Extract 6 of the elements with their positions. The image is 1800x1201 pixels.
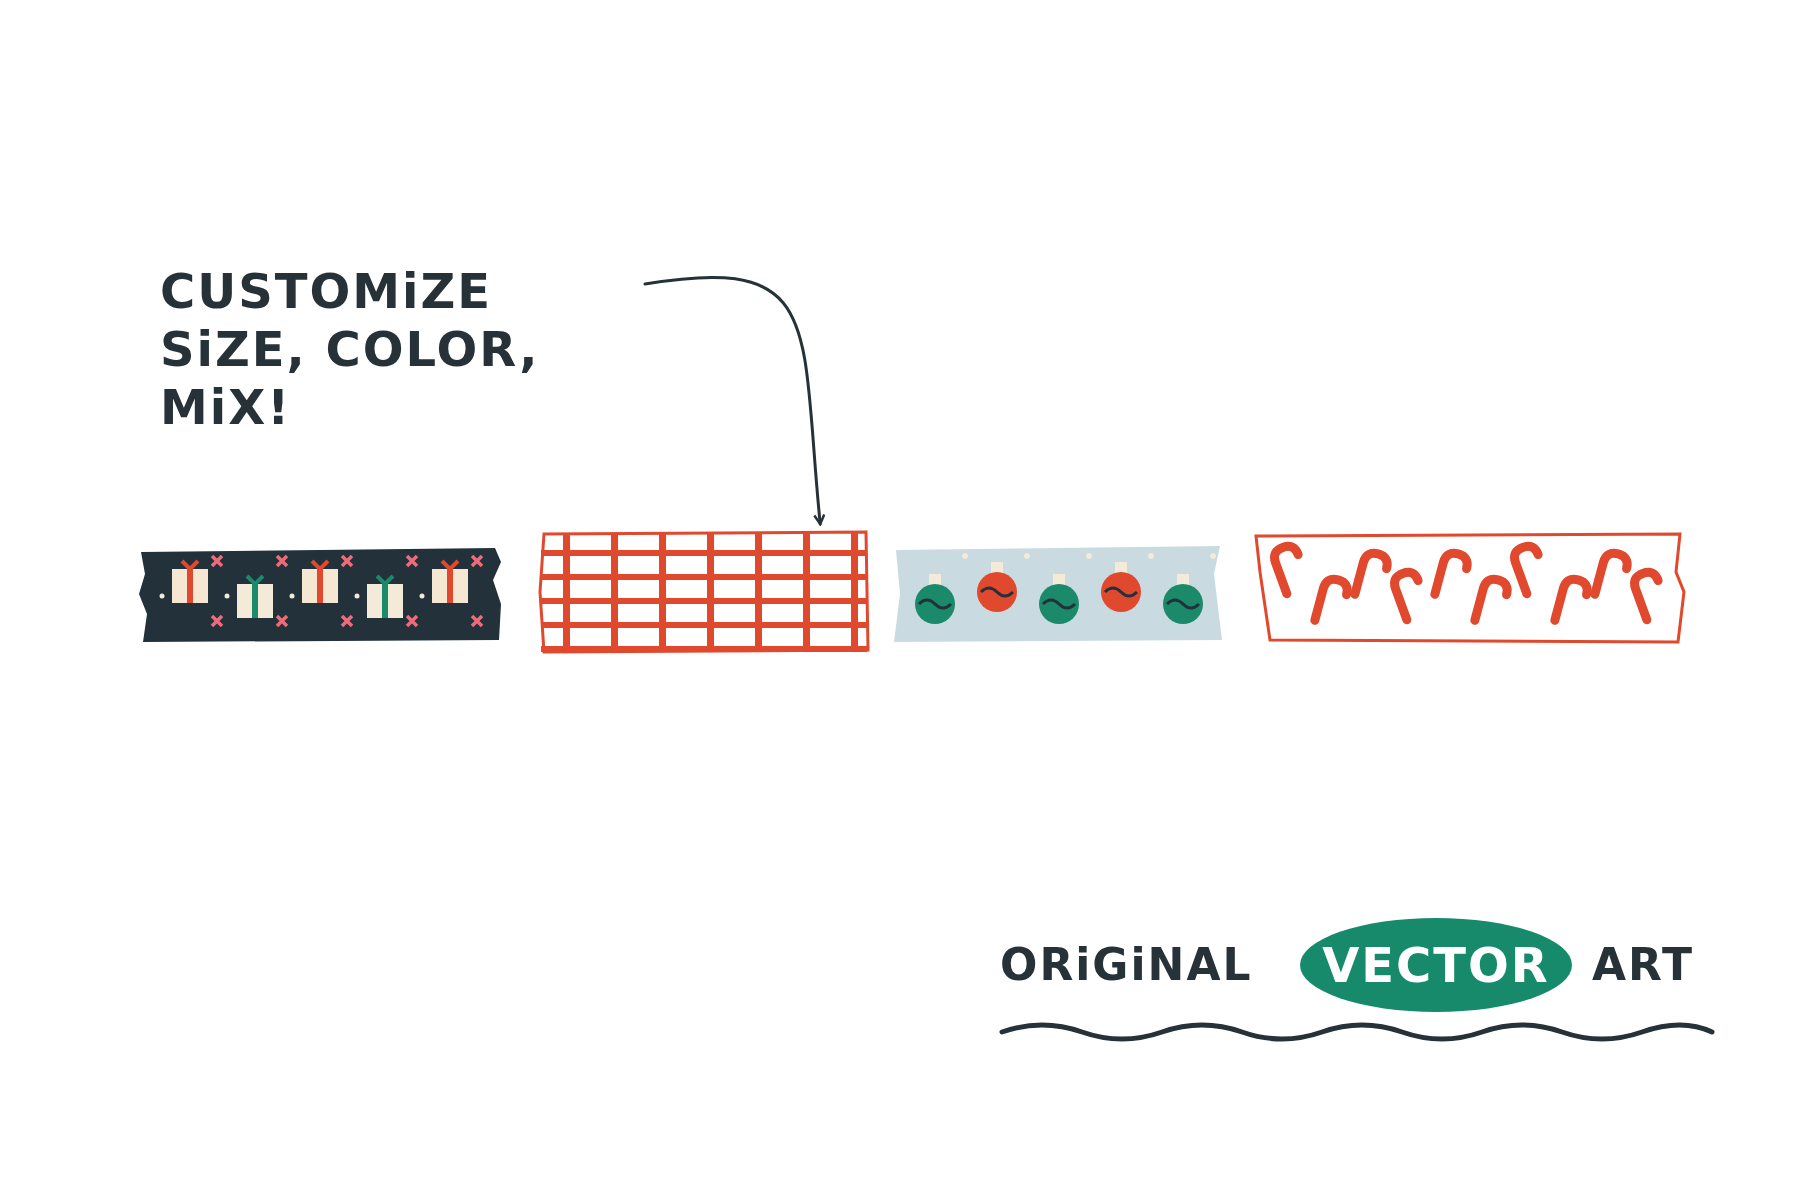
washi-tape-drawing <box>538 530 870 654</box>
heading-text: ORiGiNAL <box>1000 938 1253 992</box>
curved-arrow <box>643 275 826 526</box>
heading-text: ART <box>1592 938 1694 992</box>
callout-text: CUSTOMiZE SiZE, COLOR, MiX! <box>160 262 630 436</box>
highlight-ellipse: VECTOR <box>1300 918 1572 1012</box>
